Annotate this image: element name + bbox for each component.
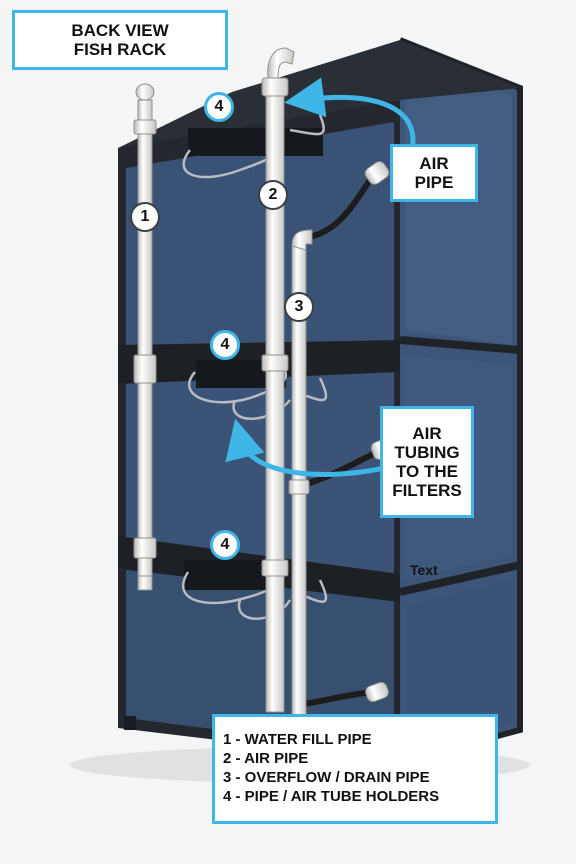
air-pipe-arrow — [284, 77, 416, 153]
air-pipe-callout-line-2: PIPE — [414, 173, 454, 192]
side-text-label: Text — [410, 562, 438, 578]
air-tubing-callout-line-4: FILTERS — [392, 481, 462, 501]
marker-holder-bottom: 4 — [210, 530, 240, 560]
title-box: BACK VIEW FISH RACK — [12, 10, 228, 70]
air-tubing-arrow — [225, 418, 387, 477]
callout-arrows — [225, 77, 416, 477]
marker-drain-pipe: 3 — [284, 292, 314, 322]
legend-item-4: 4 - PIPE / AIR TUBE HOLDERS — [223, 787, 440, 805]
legend-box: 1 - WATER FILL PIPE 2 - AIR PIPE 3 - OVE… — [212, 714, 498, 824]
air-pipe — [261, 47, 295, 713]
legend-item-2: 2 - AIR PIPE — [223, 750, 309, 768]
air-pipe-callout: AIR PIPE — [390, 144, 478, 202]
air-tubing-callout: AIR TUBING TO THE FILTERS — [380, 406, 474, 518]
title-line-1: BACK VIEW — [71, 20, 169, 40]
air-tubing-callout-line-3: TO THE — [395, 462, 459, 481]
marker-holder-top: 4 — [204, 92, 234, 122]
drain-pipe — [288, 229, 313, 727]
air-tubing-callout-line-2: TUBING — [394, 442, 460, 462]
legend-item-3: 3 - OVERFLOW / DRAIN PIPE — [223, 769, 430, 786]
shelf-panel-middle — [126, 370, 394, 580]
title-line-2: FISH RACK — [73, 40, 167, 59]
shelf-panel-top — [126, 122, 394, 348]
marker-water-fill: 1 — [130, 202, 160, 232]
air-pipe-callout-line-1: AIR — [419, 153, 449, 173]
marker-air-pipe: 2 — [258, 180, 288, 210]
shelf-panel-bottom — [126, 570, 394, 752]
marker-holder-middle: 4 — [210, 330, 240, 360]
legend-item-1: 1 - WATER FILL PIPE — [223, 731, 372, 749]
air-tubing-callout-line-1: AIR — [412, 423, 442, 443]
